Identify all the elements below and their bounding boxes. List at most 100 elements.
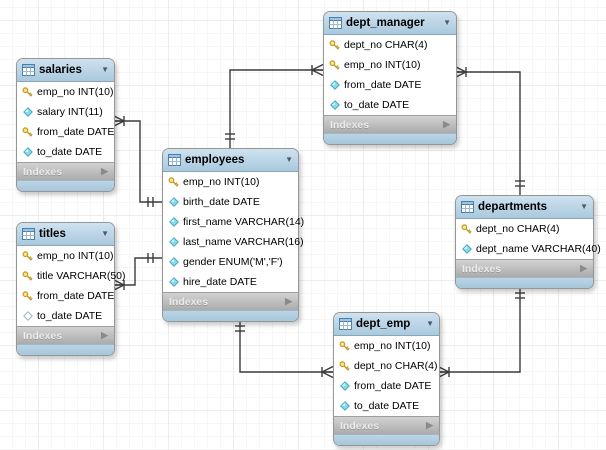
key-icon: [168, 176, 179, 188]
column-label: birth_date DATE: [183, 196, 260, 208]
relationship-employees-dept_manager[interactable]: [225, 63, 324, 149]
table-header-dept_manager[interactable]: dept_manager ▼: [324, 12, 456, 35]
column-row[interactable]: emp_no INT(10): [17, 246, 114, 266]
table-columns: emp_no INT(10) title VARCHAR(50) from_date…: [17, 246, 126, 326]
expand-arrow-icon[interactable]: ▶: [101, 166, 108, 176]
expand-arrow-icon[interactable]: ▶: [426, 420, 433, 430]
table-header-departments[interactable]: departments ▼: [456, 196, 593, 219]
diamond-icon: [329, 80, 340, 90]
column-row[interactable]: dept_no CHAR(4): [334, 356, 439, 376]
column-label: emp_no INT(10): [344, 59, 421, 71]
column-label: from_date DATE: [344, 79, 422, 91]
table-columns: emp_no INT(10) dept_no CHAR(4) from_date D…: [334, 336, 439, 416]
column-row[interactable]: emp_no INT(10): [17, 82, 114, 102]
column-row[interactable]: from_date DATE: [334, 376, 439, 396]
table-header-titles[interactable]: titles ▼: [17, 223, 114, 246]
column-label: to_date DATE: [37, 146, 103, 158]
column-row[interactable]: to_date DATE: [324, 95, 456, 115]
column-row[interactable]: hire_date DATE: [163, 272, 298, 292]
column-row[interactable]: emp_no INT(10): [334, 336, 439, 356]
column-row[interactable]: to_date DATE: [334, 396, 439, 416]
key-icon: [22, 270, 33, 282]
column-row[interactable]: emp_no INT(10): [163, 172, 298, 192]
key-icon: [22, 250, 33, 262]
column-row[interactable]: gender ENUM('M','F'): [163, 252, 298, 272]
indexes-bar[interactable]: Indexes▶: [163, 292, 298, 310]
table-grid-icon: [329, 17, 342, 29]
column-row[interactable]: salary INT(11): [17, 102, 114, 122]
table-dept_emp[interactable]: dept_emp▼ emp_no INT(10) dept_no CHAR(4) fr…: [333, 312, 440, 446]
table-title: salaries: [39, 64, 82, 76]
collapse-arrow-icon[interactable]: ▼: [580, 202, 588, 211]
column-label: last_name VARCHAR(16): [183, 236, 304, 248]
relationship-employees-dept_emp[interactable]: [235, 317, 334, 379]
key-icon: [329, 39, 340, 51]
column-row[interactable]: emp_no INT(10): [324, 55, 456, 75]
column-row[interactable]: birth_date DATE: [163, 192, 298, 212]
table-header-employees[interactable]: employees▼: [163, 149, 298, 172]
column-row[interactable]: dept_name VARCHAR(40): [456, 239, 601, 259]
table-footer: [334, 434, 439, 445]
indexes-bar[interactable]: Indexes ▶: [17, 326, 114, 344]
collapse-arrow-icon[interactable]: ▼: [285, 155, 293, 164]
indexes-bar[interactable]: Indexes ▶: [334, 416, 439, 434]
table-footer: [163, 310, 298, 321]
column-row[interactable]: from_date DATE: [17, 122, 114, 142]
table-header-salaries[interactable]: salaries ▼: [17, 59, 114, 82]
column-row[interactable]: from_date DATE: [324, 75, 456, 95]
table-departments[interactable]: departments ▼ dept_no CHAR(4)dept_name VAR…: [455, 195, 601, 289]
collapse-arrow-icon[interactable]: ▼: [101, 229, 109, 238]
indexes-bar[interactable]: Indexes▶: [17, 162, 114, 180]
expand-arrow-icon[interactable]: ▶: [580, 263, 587, 273]
expand-arrow-icon[interactable]: ▶: [443, 119, 450, 129]
column-label: emp_no INT(10): [37, 250, 114, 262]
table-title: dept_manager: [346, 17, 425, 29]
column-row[interactable]: to_date DATE: [17, 306, 114, 326]
table-columns: dept_no CHAR(4) emp_no INT(10) from_date D…: [324, 35, 456, 115]
column-label: emp_no INT(10): [354, 340, 431, 352]
relationship-dept_manager-departments[interactable]: [454, 65, 525, 196]
collapse-arrow-icon[interactable]: ▼: [101, 65, 109, 74]
column-row[interactable]: last_name VARCHAR(16): [163, 232, 304, 252]
table-titles[interactable]: titles ▼ emp_no INT(10) title VARCHAR(50) fr…: [16, 222, 126, 356]
column-row[interactable]: first_name VARCHAR(14): [163, 212, 304, 232]
table-columns: dept_no CHAR(4)dept_name VARCHAR(40): [456, 219, 601, 259]
column-label: from_date DATE: [37, 290, 115, 302]
indexes-label: Indexes: [23, 329, 63, 342]
column-label: dept_no CHAR(4): [344, 39, 428, 51]
column-label: salary INT(11): [37, 106, 103, 118]
column-row[interactable]: dept_no CHAR(4): [324, 35, 456, 55]
table-footer: [17, 344, 114, 355]
column-label: dept_no CHAR(4): [354, 360, 438, 372]
diamond-icon: [168, 217, 179, 227]
collapse-arrow-icon[interactable]: ▼: [443, 18, 451, 27]
table-header-dept_emp[interactable]: dept_emp▼: [334, 313, 439, 336]
column-label: from_date DATE: [354, 380, 432, 392]
column-row[interactable]: title VARCHAR(50): [17, 266, 126, 286]
column-label: from_date DATE: [37, 126, 115, 138]
table-salaries[interactable]: salaries ▼ emp_no INT(10) salary INT(11) fro…: [16, 58, 115, 192]
column-label: title VARCHAR(50): [37, 270, 126, 282]
diamond-icon: [168, 277, 179, 287]
expand-arrow-icon[interactable]: ▶: [285, 296, 292, 306]
expand-arrow-icon[interactable]: ▶: [101, 330, 108, 340]
relationship-departments-dept_emp[interactable]: [437, 284, 525, 379]
diamond-icon: [22, 107, 33, 117]
indexes-bar[interactable]: Indexes▶: [456, 259, 593, 277]
column-row[interactable]: dept_no CHAR(4): [456, 219, 593, 239]
table-columns: emp_no INT(10) salary INT(11) from_date DA…: [17, 82, 114, 162]
table-employees[interactable]: employees▼emp_no INT(10) birth_date DATE f…: [162, 148, 304, 322]
relationship-salaries-employees[interactable]: [112, 114, 162, 208]
collapse-arrow-icon[interactable]: ▼: [426, 319, 434, 328]
diamond-icon: [168, 237, 179, 247]
indexes-bar[interactable]: Indexes▶: [324, 115, 456, 133]
column-row[interactable]: from_date DATE: [17, 286, 114, 306]
column-row[interactable]: to_date DATE: [17, 142, 114, 162]
indexes-label: Indexes: [340, 419, 380, 432]
key-icon: [22, 126, 33, 138]
column-label: hire_date DATE: [183, 276, 257, 288]
table-title: titles: [39, 228, 66, 240]
table-title: departments: [478, 201, 548, 213]
table-dept_manager[interactable]: dept_manager ▼ dept_no CHAR(4) emp_no INT(1…: [323, 11, 457, 145]
